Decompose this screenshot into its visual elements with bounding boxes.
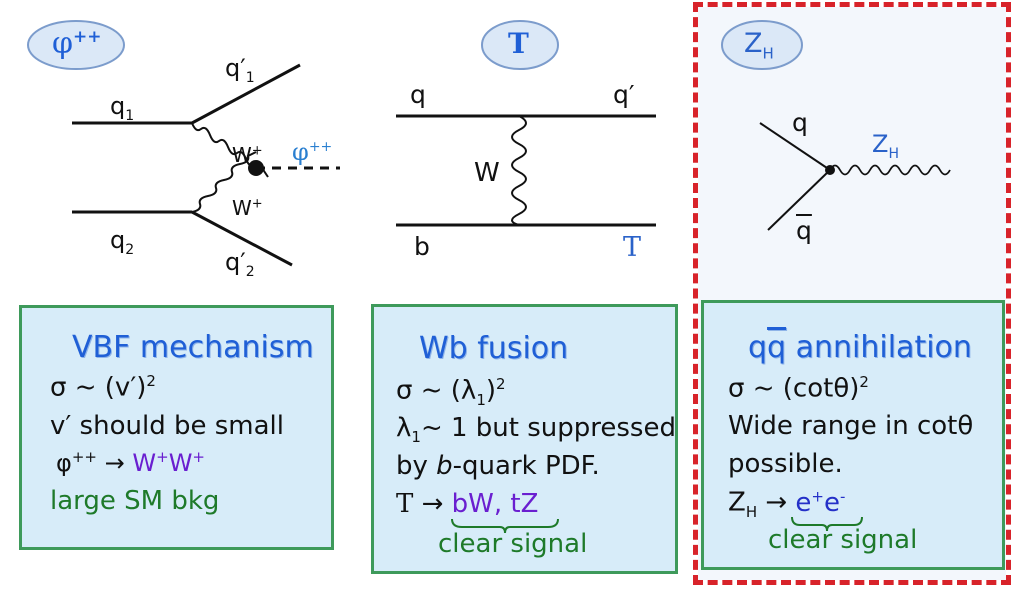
qq-panel: qq annihilation σ ~ (cotθ)2 Wide range i… <box>701 300 1005 570</box>
q-in-line <box>759 122 831 171</box>
label-q-prime: q′ <box>613 80 635 109</box>
wb-line4: T → bW, tZ <box>396 489 539 519</box>
label-q: q <box>410 80 426 109</box>
label-phi: φ++ <box>292 138 333 166</box>
label-q1-prime: q′1 <box>225 54 255 86</box>
wb-panel: Wb fusion σ ~ (λ1)2 λ1~ 1 but suppressed… <box>371 304 678 574</box>
vbf-title: VBF mechanism <box>72 330 314 365</box>
vbf-line3: φ++ → W+W+ <box>56 448 205 477</box>
vbf-line1: σ ~ (v′)2 <box>50 372 156 403</box>
q1p-line <box>191 63 301 125</box>
vbf-vertex <box>248 160 264 176</box>
qq-diagram <box>759 122 951 231</box>
wb-line5: clear signal <box>438 529 588 559</box>
badge-zh-label: ZH <box>744 28 774 63</box>
badge-phi <box>27 20 125 70</box>
qq-line3: possible. <box>728 449 843 479</box>
qq-line4: ZH → e+e- <box>728 487 846 521</box>
label-b: b <box>414 232 430 261</box>
qq-brace <box>791 516 863 532</box>
label-q1: q1 <box>110 92 135 124</box>
label-qbar-in: q <box>796 216 812 245</box>
wb-line3: by b-quark PDF. <box>396 451 600 481</box>
w-wave <box>511 115 527 226</box>
label-q2: q2 <box>110 226 135 258</box>
wb-brace <box>451 518 559 534</box>
qq-title: qq annihilation <box>748 330 972 365</box>
wb-title: Wb fusion <box>419 331 569 366</box>
label-t: T <box>623 232 642 263</box>
label-w-top: W+ <box>232 143 263 167</box>
zh-wave <box>829 164 951 176</box>
qbar-in-line <box>767 169 831 231</box>
vbf-diagram <box>72 63 340 267</box>
qq-line1: σ ~ (cotθ)2 <box>728 373 869 404</box>
badge-t <box>481 20 559 70</box>
label-q2-prime: q′2 <box>225 248 255 280</box>
vbf-line4: large SM bkg <box>50 486 220 516</box>
label-w: W <box>474 158 500 188</box>
q2p-line <box>191 210 293 267</box>
qq-line2: Wide range in cotθ <box>728 411 974 441</box>
label-zh: ZH <box>872 130 899 162</box>
badge-t-label: T <box>508 27 529 60</box>
badge-phi-label: φ++ <box>52 26 102 61</box>
w-bot-wave <box>191 151 257 213</box>
badge-zh <box>721 20 803 70</box>
vbf-line2: v′ should be small <box>50 411 284 441</box>
qq-line5: clear signal <box>768 525 918 555</box>
wb-diagram <box>396 114 656 227</box>
wb-line1: σ ~ (λ1)2 <box>396 375 506 409</box>
qq-vertex <box>825 165 835 175</box>
vbf-panel: VBF mechanism σ ~ (v′)2 v′ should be sma… <box>19 305 334 550</box>
wb-line2: λ1~ 1 but suppressed <box>396 413 676 447</box>
label-w-bot: W+ <box>232 196 263 220</box>
label-q-in: q <box>792 108 808 137</box>
